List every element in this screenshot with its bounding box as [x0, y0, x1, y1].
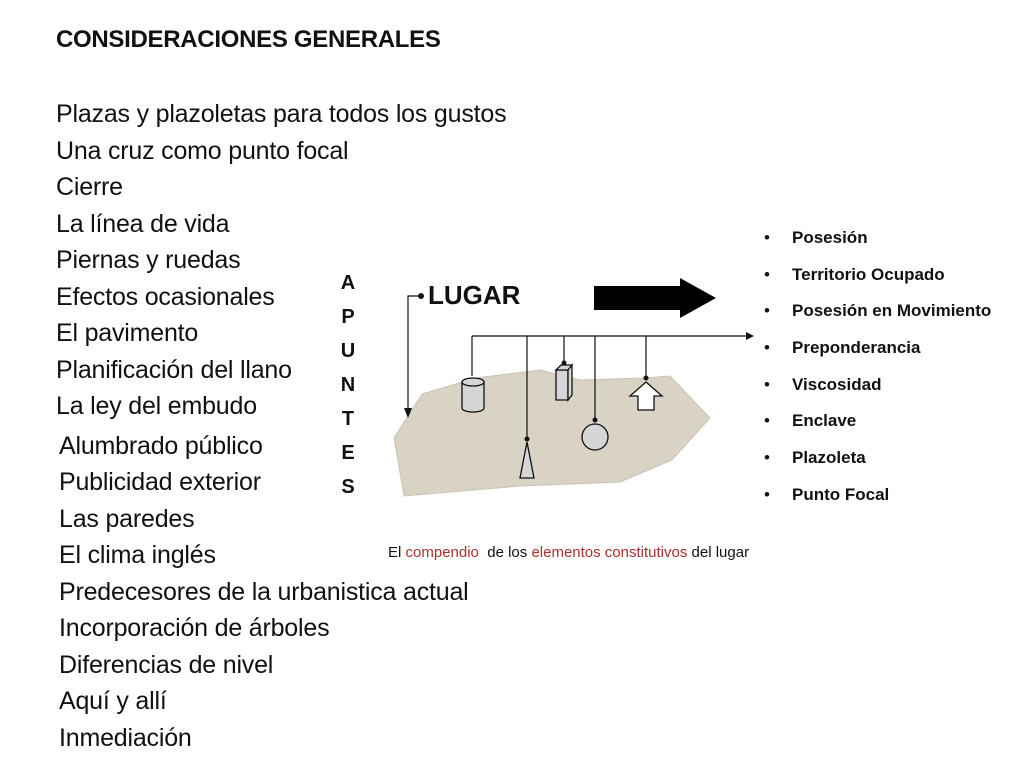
- caption-highlight: elementos constitutivos: [531, 544, 688, 561]
- topic-item: Publicidad exterior: [59, 468, 261, 496]
- vertical-letter: E: [341, 442, 355, 464]
- bullet-item: Posesión en Movimiento: [764, 295, 991, 332]
- bullet-item: Territorio Ocupado: [764, 259, 991, 296]
- caption-text: de los: [478, 544, 532, 561]
- big-right-arrow-icon: [594, 278, 716, 318]
- topic-item: Inmediación: [59, 723, 192, 752]
- topic-item: El pavimento: [56, 319, 199, 347]
- cylinder-icon: [461, 377, 485, 413]
- bullet-item: Preponderancia: [764, 332, 991, 369]
- bullet-item: Posesión: [764, 222, 991, 259]
- vertical-letter: P: [341, 306, 355, 328]
- bullet-item: Plazoleta: [764, 442, 991, 479]
- down-arrowhead: [404, 408, 412, 418]
- lugar-label: LUGAR: [428, 280, 521, 310]
- topic-item: Alumbrado público: [59, 431, 263, 460]
- vertical-letter: N: [340, 374, 356, 396]
- topic-item: Plazas y plazoletas para todos los gusto…: [56, 100, 507, 128]
- vertical-letter: T: [341, 408, 355, 430]
- topic-item: Una cruz como punto focal: [56, 136, 349, 165]
- topic-item: La línea de vida: [56, 209, 230, 238]
- connector-arrowhead: [746, 332, 754, 340]
- topic-item: Predecesores de la urbanistica actual: [59, 577, 469, 606]
- concept-bullet-list: Posesión Territorio Ocupado Posesión en …: [764, 222, 991, 516]
- topic-item: El clima inglés: [59, 541, 216, 569]
- cone-icon: [519, 436, 535, 479]
- topic-list: Plazas y plazoletas para todos los gusto…: [56, 96, 507, 756]
- vertical-letter: S: [341, 476, 355, 498]
- bullet-item: Punto Focal: [764, 479, 991, 516]
- topic-item: Aquí y allí: [59, 687, 167, 715]
- left-bracket-line: [407, 295, 420, 408]
- topic-item: Incorporación de árboles: [59, 614, 330, 642]
- topic-item: Cierre: [56, 173, 123, 201]
- bullet-item: Enclave: [764, 405, 991, 442]
- vertical-letter: U: [340, 340, 356, 362]
- tower-icon: [554, 360, 574, 402]
- page-title: CONSIDERACIONES GENERALES: [56, 26, 441, 53]
- place-diagram: [393, 278, 754, 497]
- topic-item: Las paredes: [59, 504, 195, 533]
- bullet-item: Viscosidad: [764, 369, 991, 406]
- sphere-icon: [581, 417, 609, 451]
- topic-item: Efectos ocasionales: [56, 282, 275, 311]
- diagram-caption: El compendio de los elementos constituti…: [388, 544, 749, 561]
- up-arrow-icon: [628, 375, 664, 411]
- vertical-letter: A: [340, 272, 356, 294]
- topic-item: Diferencias de nivel: [59, 650, 274, 679]
- ground-shape: [393, 369, 711, 497]
- topic-item: Piernas y ruedas: [56, 246, 241, 274]
- topic-item: Planificación del llano: [56, 355, 292, 384]
- vertical-word-apuntes: A P U N T E S: [338, 266, 358, 504]
- caption-highlight: compendio: [405, 544, 479, 561]
- caption-text: El: [388, 544, 406, 561]
- topic-item: La ley del embudo: [56, 392, 257, 420]
- caption-text: del lugar: [687, 544, 750, 561]
- lugar-bullet-dot: [418, 293, 424, 299]
